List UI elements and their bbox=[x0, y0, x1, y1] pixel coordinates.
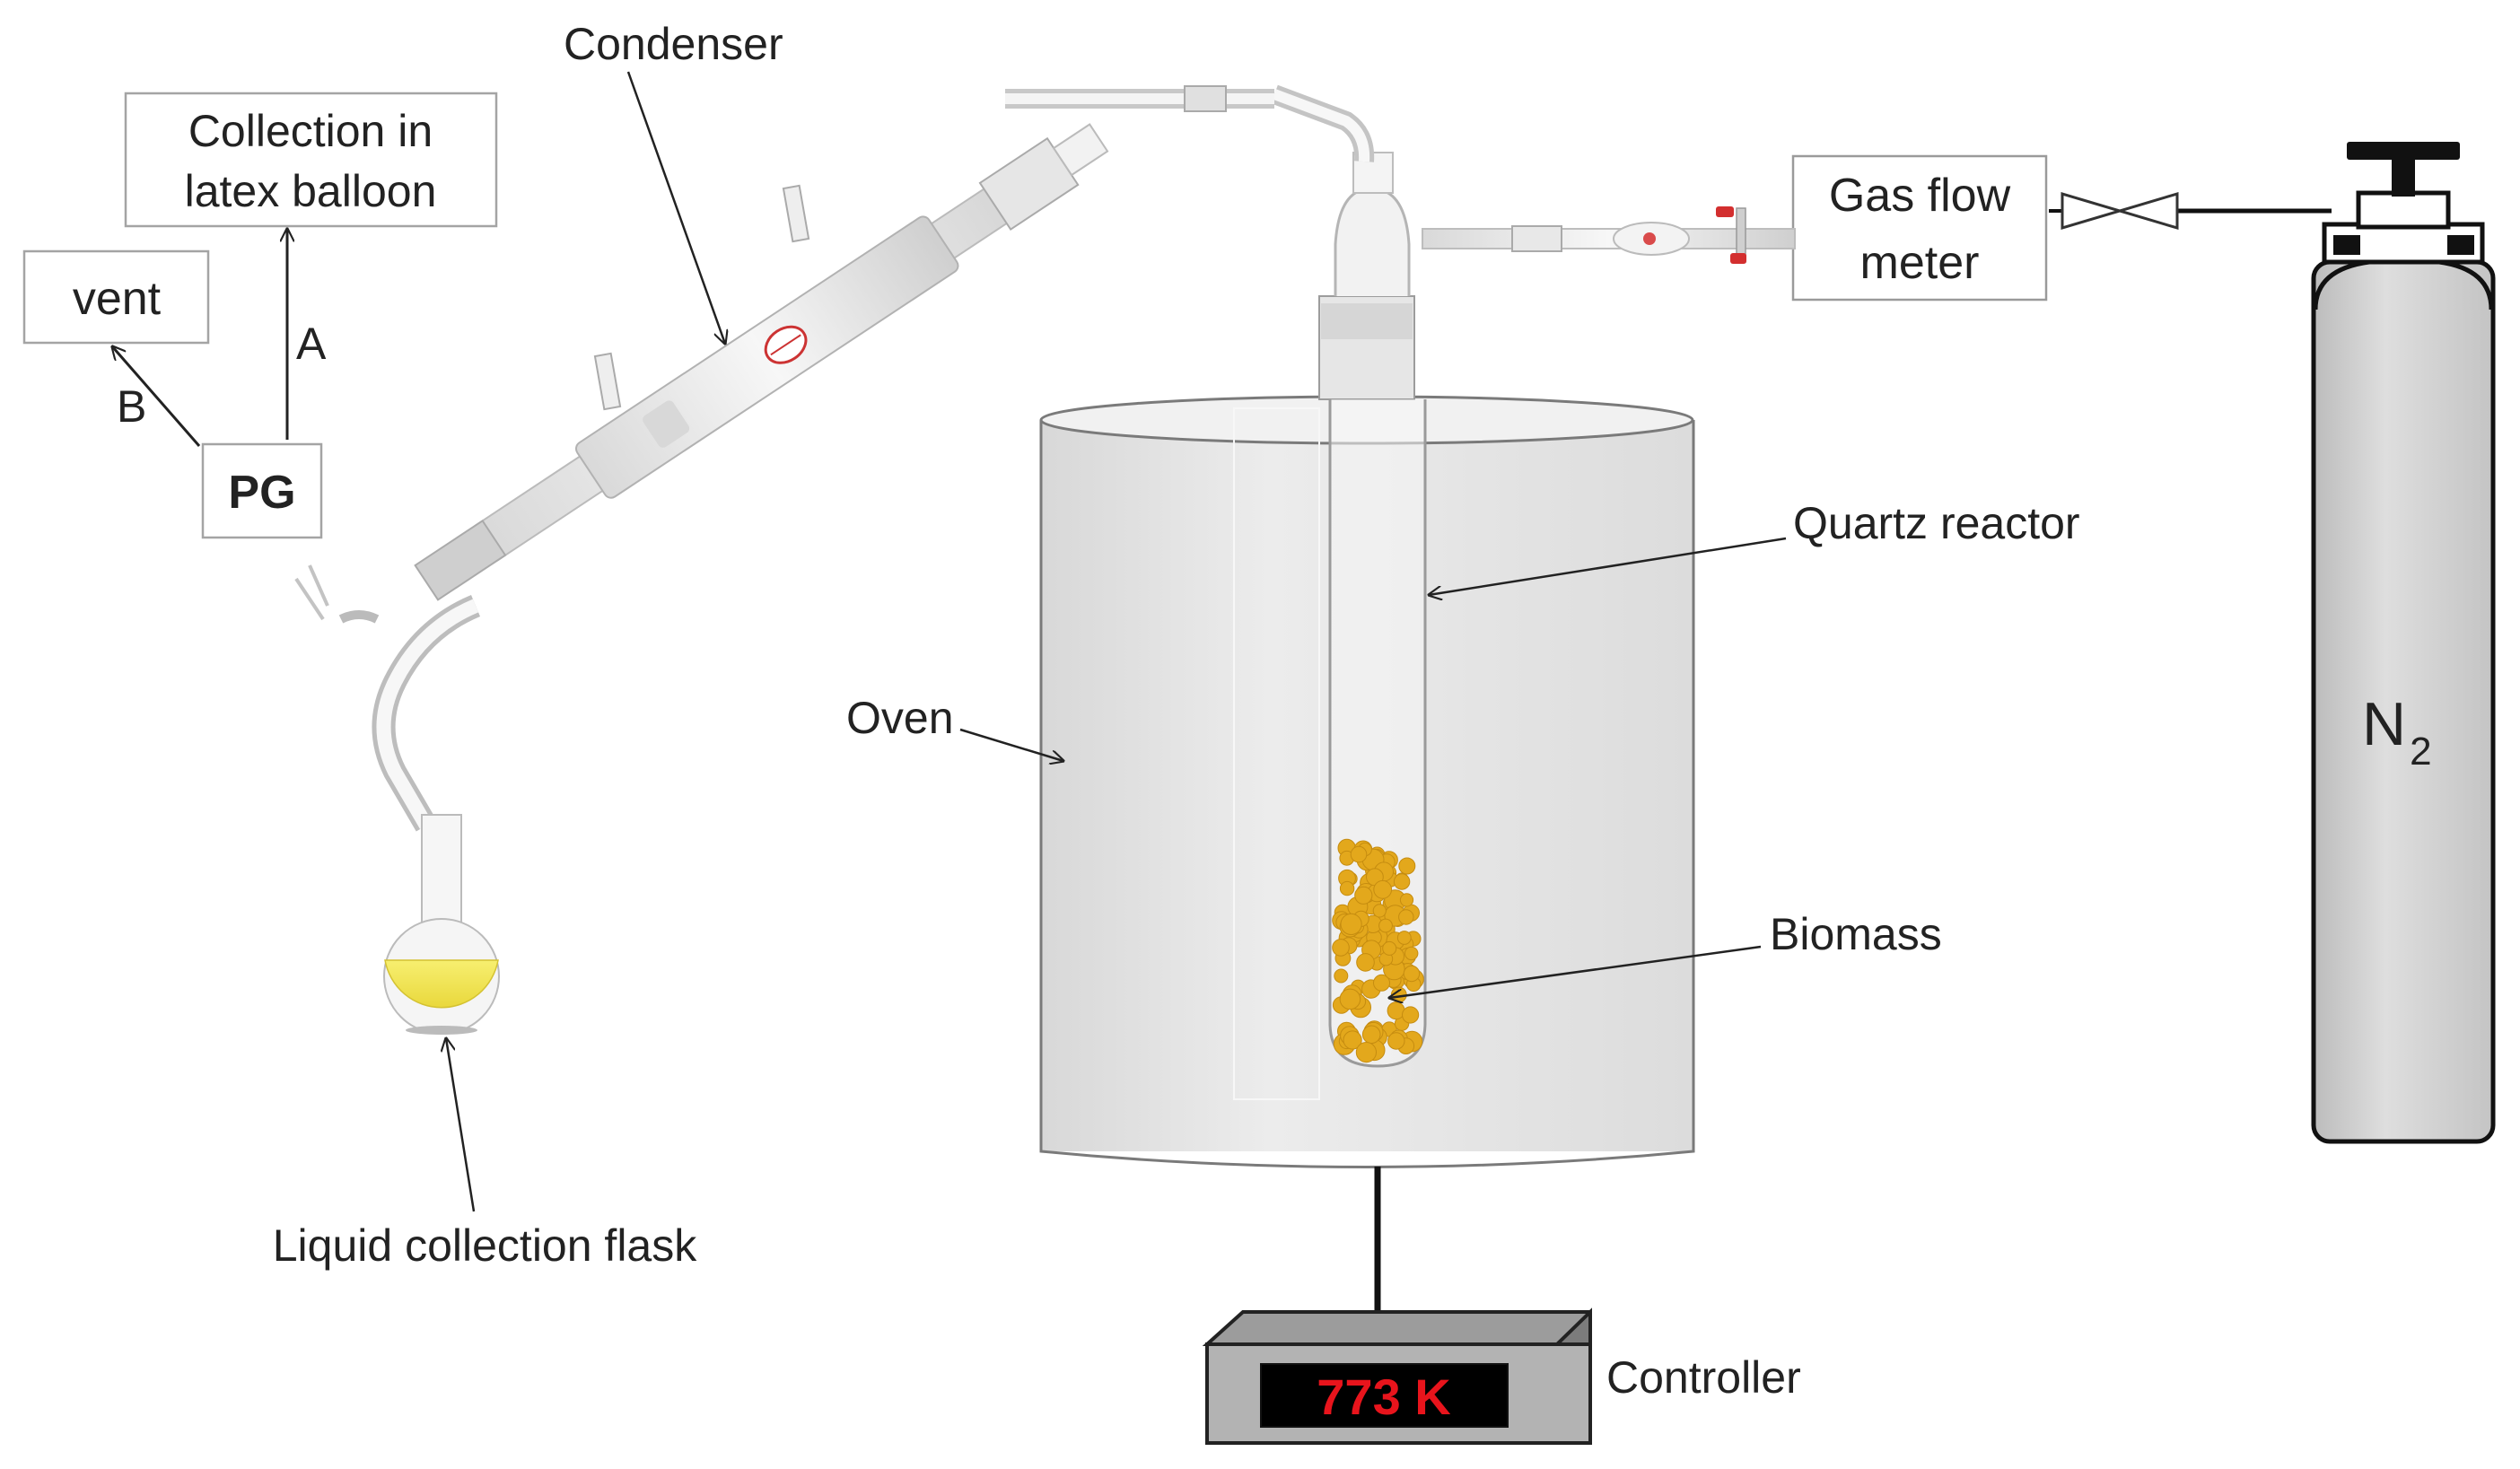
collection-balloon-box: Collection in latex balloon bbox=[124, 92, 498, 228]
reactor-head bbox=[1271, 84, 1415, 400]
biomass-particle bbox=[1334, 968, 1349, 984]
condenser-label: Condenser bbox=[564, 19, 783, 69]
biomass-particle bbox=[1387, 1032, 1405, 1050]
biomass-particle bbox=[1339, 880, 1355, 896]
biomass-particles bbox=[1332, 838, 1424, 1063]
biomass-particle bbox=[1339, 988, 1361, 1010]
biomass-particle bbox=[1382, 940, 1397, 956]
nitrogen-cylinder bbox=[2311, 142, 2496, 1144]
biomass-particle bbox=[1354, 886, 1373, 905]
path-b-label: B bbox=[117, 381, 146, 432]
controller-label: Controller bbox=[1606, 1352, 1801, 1403]
biomass-particle bbox=[1343, 1030, 1362, 1050]
biomass-particle bbox=[1398, 909, 1414, 925]
inlet-adapter-stopcock bbox=[1422, 206, 1796, 264]
biomass-leader bbox=[1389, 945, 1762, 998]
quartz-reactor-label: Quartz reactor bbox=[1793, 498, 2080, 548]
biomass-particle bbox=[1396, 931, 1412, 945]
pg-label: PG bbox=[228, 467, 295, 519]
n2-label: N2 bbox=[2362, 690, 2432, 774]
biomass-particle bbox=[1361, 1025, 1381, 1045]
biomass-particle bbox=[1373, 974, 1390, 992]
biomass-particle bbox=[1393, 873, 1411, 890]
gas-flow-meter-label-line1: Gas flow bbox=[1829, 170, 2011, 222]
liquid-flask-leader bbox=[446, 1038, 476, 1212]
biomass-particle bbox=[1332, 939, 1350, 957]
oven-label: Oven bbox=[846, 693, 954, 743]
vent-label: vent bbox=[73, 273, 162, 325]
biomass-label: Biomass bbox=[1770, 909, 1942, 959]
controller-display: 773 K bbox=[1317, 1368, 1450, 1425]
path-a-label: A bbox=[296, 319, 327, 369]
vacuum-adapter bbox=[294, 564, 481, 832]
oven-leader bbox=[959, 728, 1063, 761]
pg-box: PG bbox=[201, 442, 323, 539]
arrow-b bbox=[112, 346, 201, 447]
biomass-particle bbox=[1398, 857, 1416, 875]
valve-icon bbox=[2061, 191, 2179, 231]
quartz-reactor-leader bbox=[1429, 537, 1787, 595]
vent-box: vent bbox=[22, 249, 210, 345]
biomass-particle bbox=[1373, 879, 1393, 899]
liquid-flask-label: Liquid collection flask bbox=[273, 1220, 697, 1271]
collection-balloon-label-line1: Collection in bbox=[188, 106, 433, 156]
controller-unit: 773 K bbox=[1202, 1307, 1592, 1445]
condenser-leader bbox=[626, 71, 725, 344]
condenser-water-nozzle-upper bbox=[782, 184, 810, 243]
condenser bbox=[414, 85, 1274, 601]
biomass-particle bbox=[1378, 918, 1393, 933]
liquid-collection-flask bbox=[383, 814, 500, 1035]
biomass-particle bbox=[1372, 904, 1387, 918]
biomass-particle bbox=[1403, 965, 1421, 983]
gas-flow-meter-label-line2: meter bbox=[1860, 237, 1980, 289]
condenser-water-nozzle-lower bbox=[593, 352, 622, 411]
biomass-particle bbox=[1399, 893, 1414, 907]
biomass-particle bbox=[1350, 845, 1368, 863]
gas-flow-meter: Gas flow meter bbox=[1791, 154, 2048, 302]
biomass-particle bbox=[1355, 1042, 1378, 1063]
biomass-particle bbox=[1340, 913, 1362, 936]
biomass-particle bbox=[1402, 1006, 1420, 1024]
biomass-particle bbox=[1404, 946, 1419, 961]
collection-balloon-label-line2: latex balloon bbox=[185, 166, 437, 216]
biomass-particle bbox=[1356, 953, 1375, 972]
